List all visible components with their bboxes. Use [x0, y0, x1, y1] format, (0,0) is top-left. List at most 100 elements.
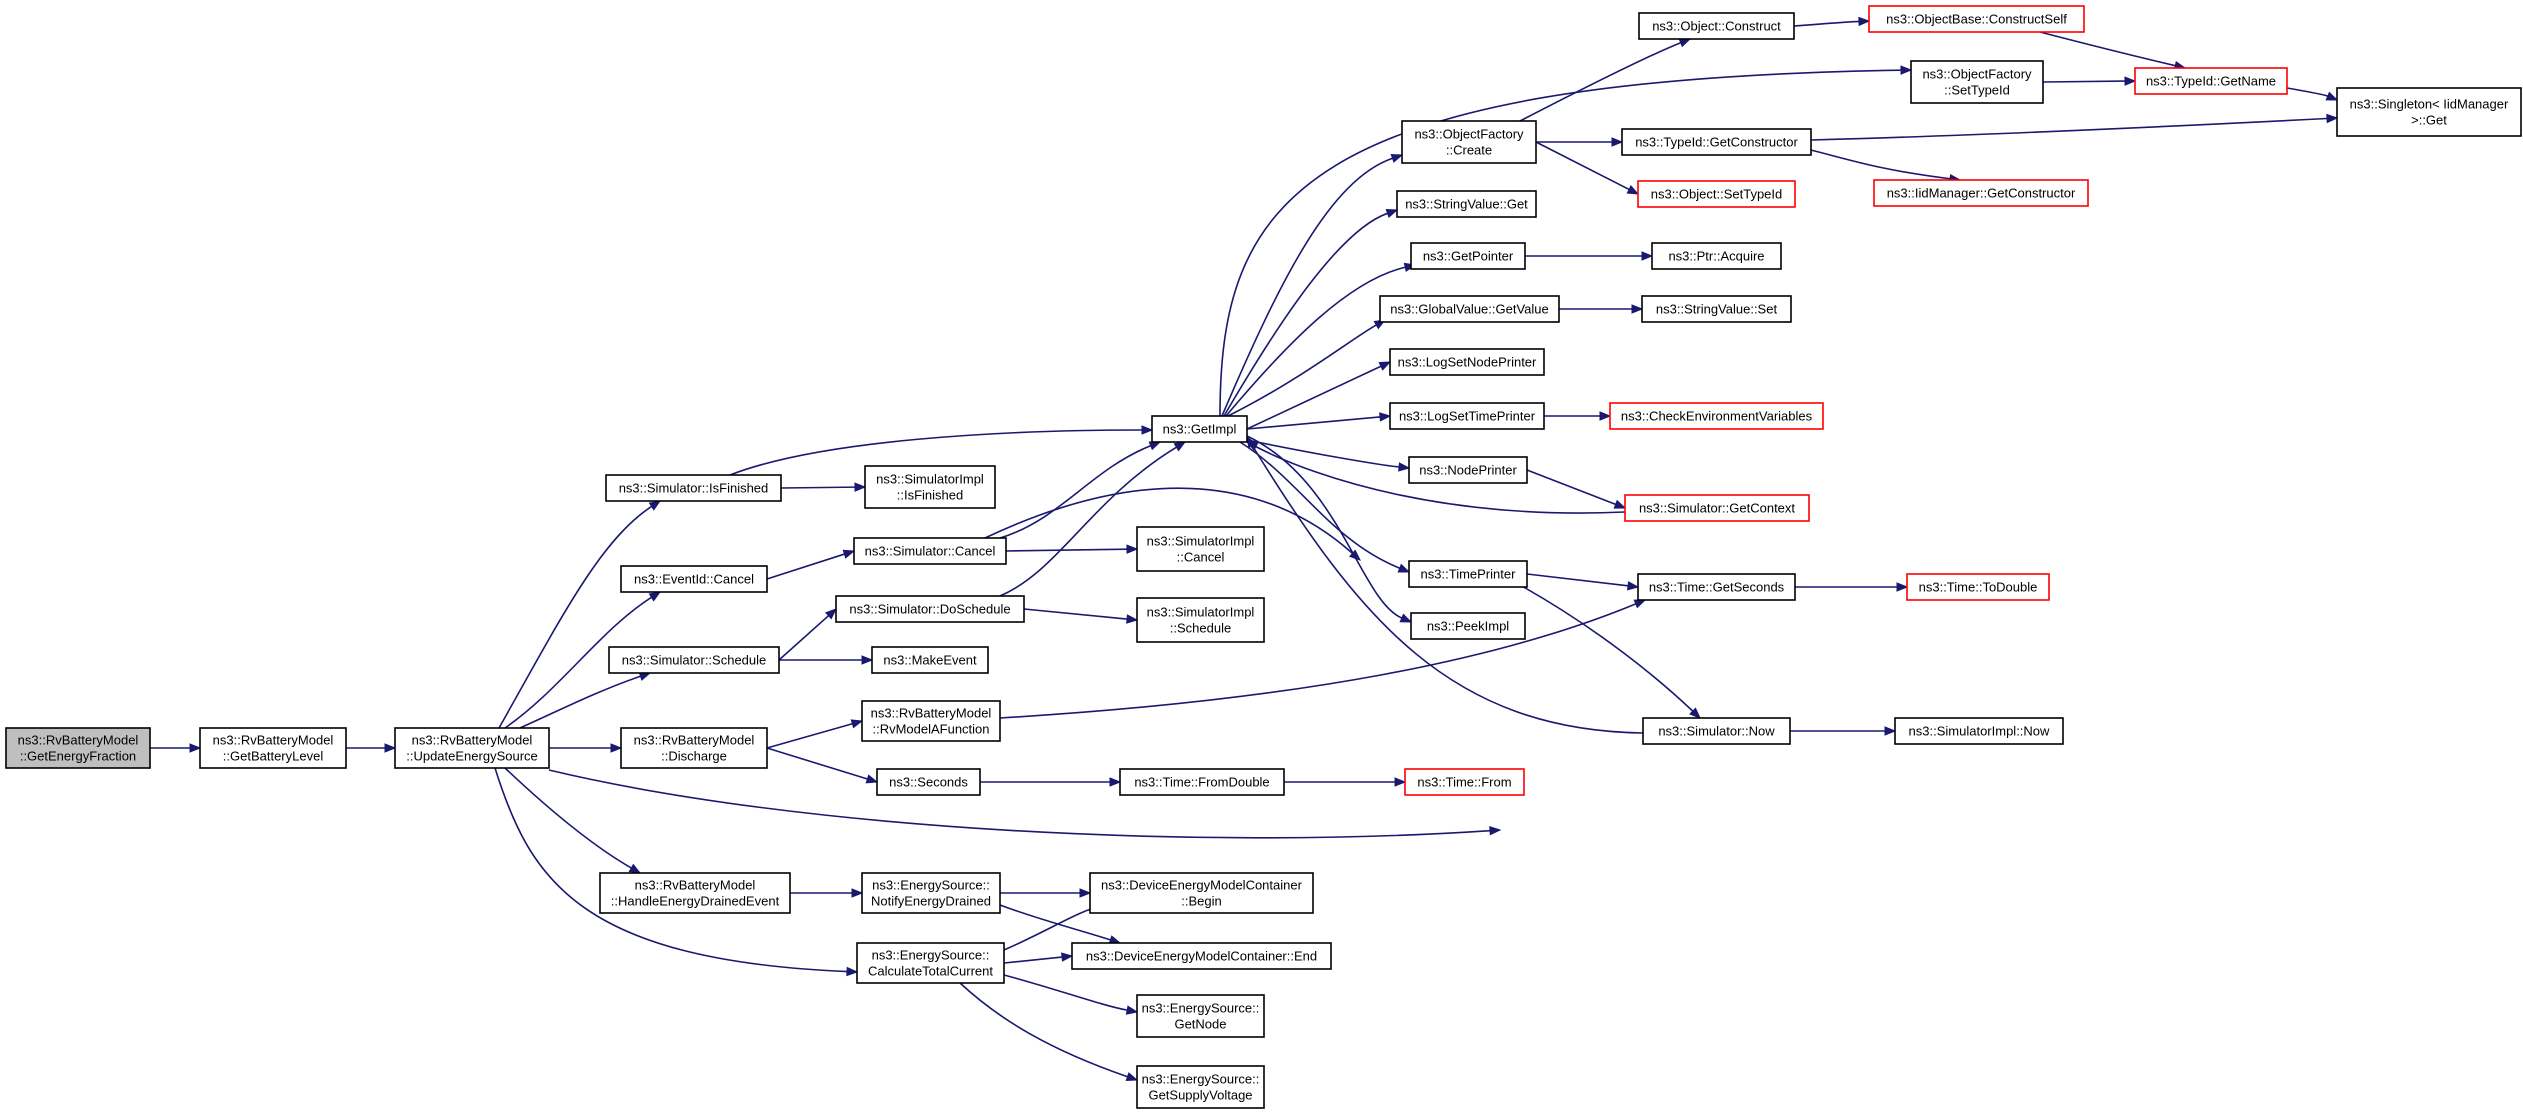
- node-update-energy-source[interactable]: ns3::RvBatteryModel::UpdateEnergySource: [394, 727, 550, 769]
- node-label: ns3::LogSetTimePrinter: [1399, 409, 1536, 424]
- node-box: [1873, 179, 2089, 207]
- node-peek-impl[interactable]: ns3::PeekImpl: [1410, 612, 1526, 640]
- node-discharge[interactable]: ns3::RvBatteryModel::Discharge: [620, 727, 768, 769]
- node-sim-do-schedule[interactable]: ns3::Simulator::DoSchedule: [835, 595, 1025, 623]
- node-make-event[interactable]: ns3::MakeEvent: [871, 646, 989, 674]
- node-demc-begin[interactable]: ns3::DeviceEnergyModelContainer::Begin: [1089, 872, 1314, 914]
- node-get-node[interactable]: ns3::EnergySource::GetNode: [1136, 994, 1265, 1038]
- edge-line: [2042, 80, 2126, 83]
- node-time-to-double[interactable]: ns3::Time::ToDouble: [1906, 573, 2050, 601]
- node-time-from[interactable]: ns3::Time::From: [1404, 768, 1525, 796]
- node-global-value-get-value[interactable]: ns3::GlobalValue::GetValue: [1379, 295, 1560, 323]
- node-type-id-get-name[interactable]: ns3::TypeId::GetName: [2134, 67, 2288, 95]
- node-obj-base-construct-self[interactable]: ns3::ObjectBase::ConstructSelf: [1868, 5, 2085, 33]
- node-label: ns3::RvBatteryModel: [634, 733, 755, 748]
- edge-line: [1223, 212, 1388, 417]
- edge-arrowhead: [851, 888, 864, 898]
- node-check-env-vars[interactable]: ns3::CheckEnvironmentVariables: [1609, 402, 1824, 430]
- node-iid-manager-get-constructor[interactable]: ns3::IidManager::GetConstructor: [1873, 179, 2089, 207]
- node-string-value-set[interactable]: ns3::StringValue::Set: [1641, 295, 1792, 323]
- node-obj-factory-create[interactable]: ns3::ObjectFactory::Create: [1401, 120, 1537, 164]
- node-rv-model-a-function[interactable]: ns3::RvBatteryModel::RvModelAFunction: [861, 700, 1001, 742]
- node-obj-factory-set-type-id[interactable]: ns3::ObjectFactory::SetTypeId: [1910, 60, 2044, 104]
- node-label: ns3::RvBatteryModel: [213, 733, 334, 748]
- node-demc-end[interactable]: ns3::DeviceEnergyModelContainer::End: [1071, 942, 1332, 970]
- edge-line: [2039, 31, 2176, 67]
- node-time-get-seconds[interactable]: ns3::Time::GetSeconds: [1637, 573, 1796, 601]
- node-type-id-get-constructor[interactable]: ns3::TypeId::GetConstructor: [1621, 128, 1812, 156]
- node-box: [1396, 190, 1537, 218]
- node-get-pointer[interactable]: ns3::GetPointer: [1410, 242, 1526, 270]
- node-get-battery-level[interactable]: ns3::RvBatteryModel::GetBatteryLevel: [199, 727, 347, 769]
- node-node-printer[interactable]: ns3::NodePrinter: [1408, 456, 1528, 484]
- node-sim-get-context[interactable]: ns3::Simulator::GetContext: [1624, 494, 1810, 522]
- edge-arrowhead: [1613, 499, 1627, 509]
- node-box: [1408, 560, 1528, 588]
- node-seconds[interactable]: ns3::Seconds: [876, 768, 981, 796]
- edge-seconds-to-fromDouble: [980, 777, 1122, 787]
- node-impl-cancel[interactable]: ns3::SimulatorImpl::Cancel: [1136, 526, 1265, 572]
- node-box: [1089, 872, 1314, 914]
- node-box: [394, 727, 550, 769]
- edge-arrowhead: [846, 966, 859, 977]
- edge-arrowhead: [1884, 726, 1897, 736]
- node-box: [1910, 60, 2044, 104]
- edge-arrowhead: [1626, 185, 1640, 195]
- node-label: ns3::StringValue::Get: [1405, 197, 1528, 212]
- node-string-value-get[interactable]: ns3::StringValue::Get: [1396, 190, 1537, 218]
- edge-arrowhead: [861, 655, 874, 665]
- edge-simCancel-to-implCancel: [1005, 544, 1139, 554]
- node-label: ns3::TypeId::GetName: [2146, 74, 2276, 89]
- edge-arrowhead: [2124, 76, 2137, 86]
- node-sim-is-finished[interactable]: ns3::Simulator::IsFinished: [605, 474, 782, 502]
- edge-arrowhead: [865, 774, 879, 784]
- node-sim-now[interactable]: ns3::Simulator::Now: [1642, 717, 1791, 745]
- node-label: ns3::Object::SetTypeId: [1651, 187, 1783, 202]
- edge-updateEnergySource-to-discharge: [549, 743, 623, 753]
- edge-getImpl-to-peekImpl: [1246, 435, 1413, 623]
- node-ptr-acquire[interactable]: ns3::Ptr::Acquire: [1651, 242, 1782, 270]
- edge-simDoSchedule-to-implSchedule: [1023, 608, 1139, 624]
- node-sim-schedule[interactable]: ns3::Simulator::Schedule: [608, 646, 780, 674]
- node-label: ns3::MakeEvent: [883, 653, 977, 668]
- node-handle-energy-drained[interactable]: ns3::RvBatteryModel::HandleEnergyDrained…: [599, 872, 791, 914]
- node-box: [1621, 128, 1812, 156]
- node-time-printer[interactable]: ns3::TimePrinter: [1408, 560, 1528, 588]
- edge-line: [504, 767, 632, 869]
- edge-nodePrinter-to-simGetContext: [1526, 469, 1627, 509]
- edge-line: [1003, 956, 1063, 964]
- node-sim-cancel[interactable]: ns3::Simulator::Cancel: [853, 537, 1007, 565]
- node-label: ns3::DeviceEnergyModelContainer::End: [1086, 949, 1317, 964]
- node-from-double[interactable]: ns3::Time::FromDouble: [1119, 768, 1285, 796]
- node-box: [861, 872, 1001, 914]
- node-notify-energy-drained[interactable]: ns3::EnergySource::NotifyEnergyDrained: [861, 872, 1001, 914]
- node-get-energy-fraction[interactable]: ns3::RvBatteryModel::GetEnergyFraction: [5, 727, 151, 769]
- node-impl-schedule[interactable]: ns3::SimulatorImpl::Schedule: [1136, 597, 1265, 643]
- node-impl-is-finished[interactable]: ns3::SimulatorImpl::IsFinished: [864, 465, 996, 509]
- node-get-impl[interactable]: ns3::GetImpl: [1151, 415, 1248, 443]
- node-label: NotifyEnergyDrained: [871, 894, 991, 909]
- edge-line: [1810, 117, 2328, 141]
- edge-arrowhead: [1689, 707, 1701, 719]
- edge-arrowhead: [1109, 777, 1122, 787]
- edge-line: [494, 767, 848, 973]
- node-box: [1637, 180, 1796, 208]
- node-event-id-cancel[interactable]: ns3::EventId::Cancel: [620, 565, 768, 593]
- node-get-supply-voltage[interactable]: ns3::EnergySource::GetSupplyVoltage: [1136, 1065, 1265, 1109]
- node-object-set-type-id[interactable]: ns3::Object::SetTypeId: [1637, 180, 1796, 208]
- node-label: ::SetTypeId: [1944, 83, 2010, 98]
- node-impl-now[interactable]: ns3::SimulatorImpl::Now: [1894, 717, 2064, 745]
- edge-arrowhead: [2326, 113, 2339, 124]
- edge-arrowhead: [1397, 563, 1411, 573]
- node-box: [1410, 242, 1526, 270]
- node-calc-total-current[interactable]: ns3::EnergySource::CalculateTotalCurrent: [856, 942, 1005, 984]
- node-object-construct[interactable]: ns3::Object::Construct: [1638, 12, 1795, 40]
- node-log-set-node-printer[interactable]: ns3::LogSetNodePrinter: [1389, 348, 1545, 376]
- node-log-set-time-printer[interactable]: ns3::LogSetTimePrinter: [1389, 402, 1545, 430]
- node-label: ns3::Time::ToDouble: [1919, 580, 2038, 595]
- node-singleton-get[interactable]: ns3::Singleton< IidManager >::Get: [2336, 87, 2522, 137]
- edge-notifyEnergyDrained-to-demcBegin: [1000, 888, 1092, 898]
- node-label: ns3::SimulatorImpl: [876, 472, 984, 487]
- node-box: [1404, 768, 1525, 796]
- edge-line: [1810, 149, 1951, 180]
